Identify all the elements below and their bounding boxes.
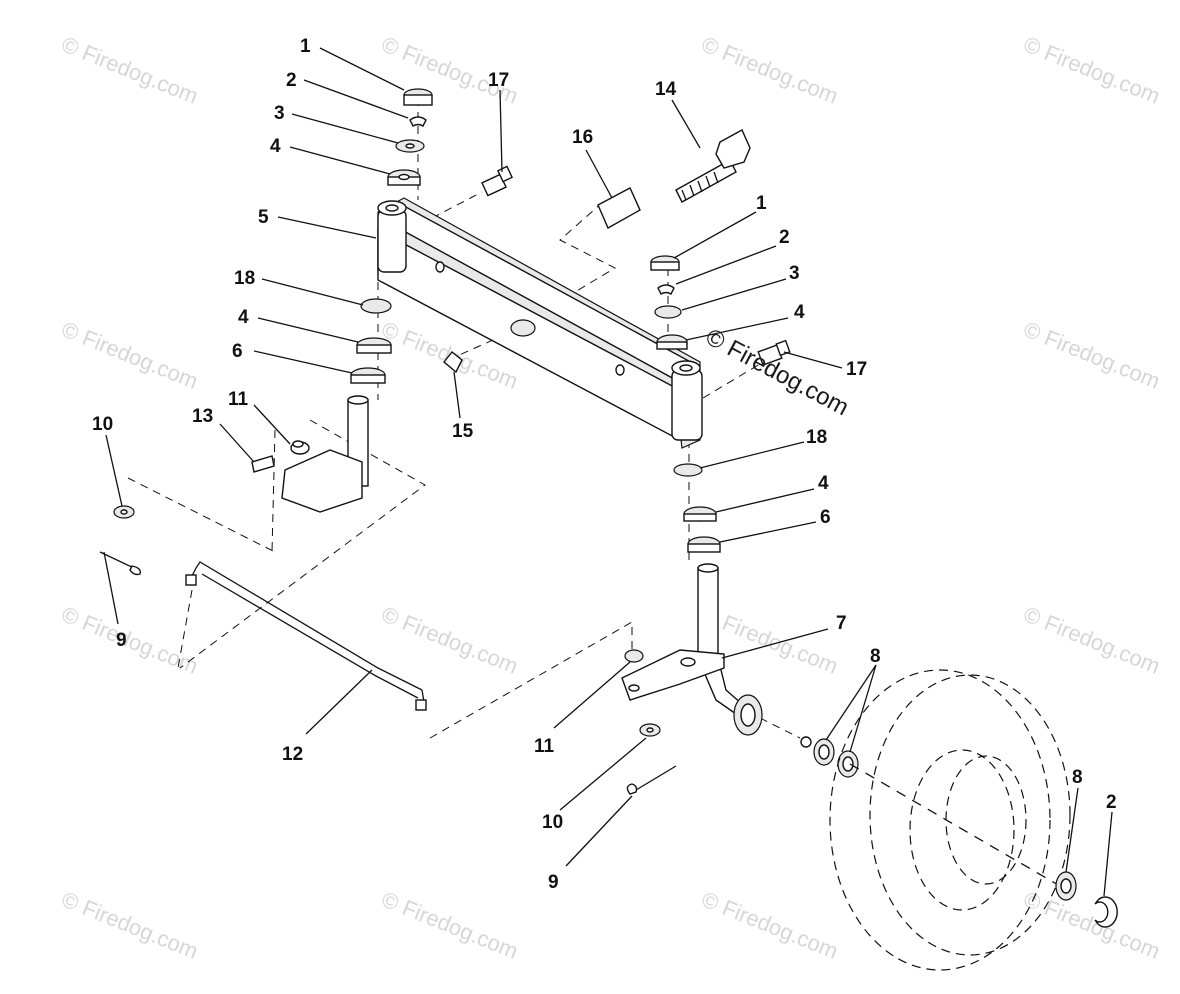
spindle-arm (281, 449, 363, 513)
steering-arm (621, 649, 725, 701)
callout-labels: 1 2 3 4 5 18 4 6 11 13 10 9 17 16 14 1 2… (92, 36, 1117, 893)
callout-16: 16 (572, 127, 593, 148)
axle-beam (377, 197, 703, 449)
callout-15: 15 (452, 421, 474, 442)
callout-6: 6 (820, 507, 831, 528)
hub-parts (1055, 871, 1118, 928)
callout-12: 12 (282, 744, 303, 765)
watermark: © Firedog.com (58, 316, 201, 393)
right-small-parts (624, 649, 677, 795)
pin (251, 455, 275, 473)
callout-8: 8 (1072, 767, 1083, 788)
callout-3: 3 (274, 103, 285, 124)
callout-9: 9 (116, 630, 127, 651)
callout-2: 2 (286, 70, 297, 91)
callout-1: 1 (756, 193, 767, 214)
callout-3: 3 (789, 263, 800, 284)
watermark: © Firedog.com (698, 886, 841, 963)
retaining-ring (409, 116, 427, 127)
washers (800, 736, 859, 778)
watermark: © Firedog.com (1020, 886, 1163, 963)
watermark: © Firedog.com (1020, 601, 1163, 678)
nut (443, 351, 463, 374)
callout-17: 17 (488, 70, 509, 91)
watermark-group: © Firedog.com © Firedog.com © Firedog.co… (58, 31, 1163, 963)
callout-10: 10 (542, 812, 563, 833)
callout-13: 13 (192, 406, 213, 427)
wheel (829, 669, 1071, 971)
watermark: © Firedog.com (378, 601, 521, 678)
callout-18: 18 (234, 268, 255, 289)
callout-11: 11 (534, 736, 555, 757)
callout-9: 9 (548, 872, 559, 893)
callout-14: 14 (655, 79, 677, 100)
grease-fitting-right (757, 339, 791, 366)
callout-4: 4 (270, 136, 281, 157)
watermark: © Firedog.com (378, 886, 521, 963)
callout-4: 4 (238, 307, 249, 328)
callout-2: 2 (1106, 792, 1117, 813)
left-lower-stack (251, 298, 392, 513)
watermark: © Firedog.com (58, 886, 201, 963)
grease-fitting (481, 165, 513, 197)
callout-4: 4 (818, 473, 829, 494)
left-spindle-stack (387, 88, 433, 186)
right-spindle-stack (650, 255, 688, 350)
left-small-parts (99, 505, 142, 576)
watermark: © Firedog.com (1020, 31, 1163, 108)
tie-rod (185, 561, 427, 711)
watermark: © Firedog.com (58, 31, 201, 108)
center-bushing (510, 319, 536, 337)
callout-5: 5 (258, 207, 269, 228)
callout-8: 8 (870, 646, 881, 667)
right-lower-stack (673, 463, 721, 553)
callout-17: 17 (846, 359, 867, 380)
callout-10: 10 (92, 414, 113, 435)
callout-1: 1 (300, 36, 311, 57)
copyright-notice: © Firedog.com (701, 323, 853, 421)
callout-2: 2 (779, 227, 790, 248)
pivot-bolt (675, 129, 751, 203)
callout-6: 6 (232, 341, 243, 362)
hub-clip (1094, 896, 1118, 928)
callout-11: 11 (228, 389, 249, 410)
callout-7: 7 (836, 613, 847, 634)
callout-4: 4 (794, 302, 805, 323)
watermark: © Firedog.com (698, 31, 841, 108)
watermark: © Firedog.com (1020, 316, 1163, 393)
callout-18: 18 (806, 427, 827, 448)
right-spindle (621, 563, 763, 736)
spacer (597, 187, 641, 229)
leader-lines (103, 47, 1113, 897)
watermark: © Firedog.com (58, 601, 201, 678)
